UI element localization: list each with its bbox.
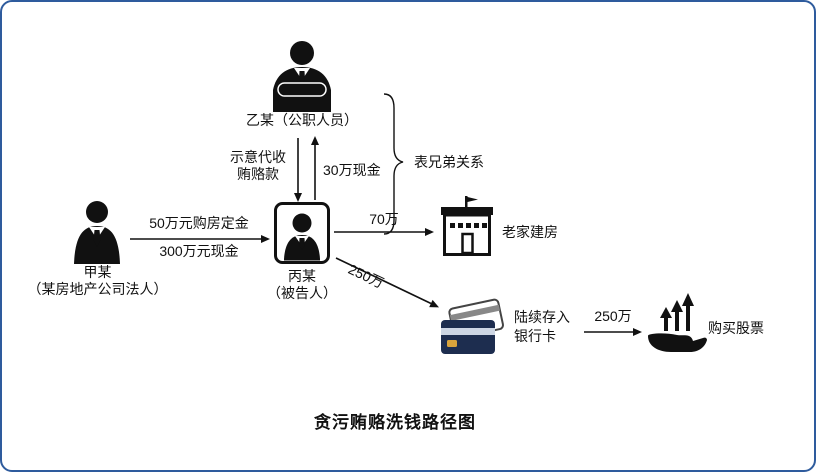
- edge-deposit-top-label: 50万元购房定金: [149, 215, 249, 231]
- person-a-label: 甲某 （某房地产公司法人）: [27, 264, 168, 297]
- person-c-label: 丙某 （被告人）: [267, 268, 337, 301]
- edge-to-building-label: 70万: [369, 211, 399, 227]
- person-suit-icon: [74, 201, 120, 264]
- edge-deposit-bottom-label: 300万元现金: [159, 243, 239, 259]
- stocks-label: 购买股票: [708, 320, 764, 336]
- edge-cash-up-label: 30万现金: [323, 162, 381, 178]
- edge-to-stocks-label: 250万: [594, 308, 632, 324]
- arrow-to-stocks: [584, 328, 642, 336]
- diagram-title: 贪污贿赂洗钱路径图: [314, 413, 476, 432]
- arrow-to-building: [334, 228, 434, 236]
- building-label: 老家建房: [502, 224, 558, 240]
- person-crossed-arms-icon: [273, 41, 331, 112]
- hand-growth-arrows-icon: [648, 293, 707, 352]
- credit-card-icon: [441, 298, 505, 354]
- arrow-deposit: [130, 235, 270, 243]
- bank-card-label: 陆续存入 银行卡: [514, 309, 570, 344]
- edge-instruct-label: 示意代收 贿赂款: [230, 149, 286, 182]
- arrow-cash-up: [311, 136, 319, 200]
- person-badge-icon: [274, 202, 330, 264]
- person-b-label: 乙某（公职人员）: [246, 112, 358, 128]
- building-icon: [441, 196, 493, 256]
- arrow-instruct-down: [294, 138, 302, 202]
- relationship-label: 表兄弟关系: [414, 154, 484, 170]
